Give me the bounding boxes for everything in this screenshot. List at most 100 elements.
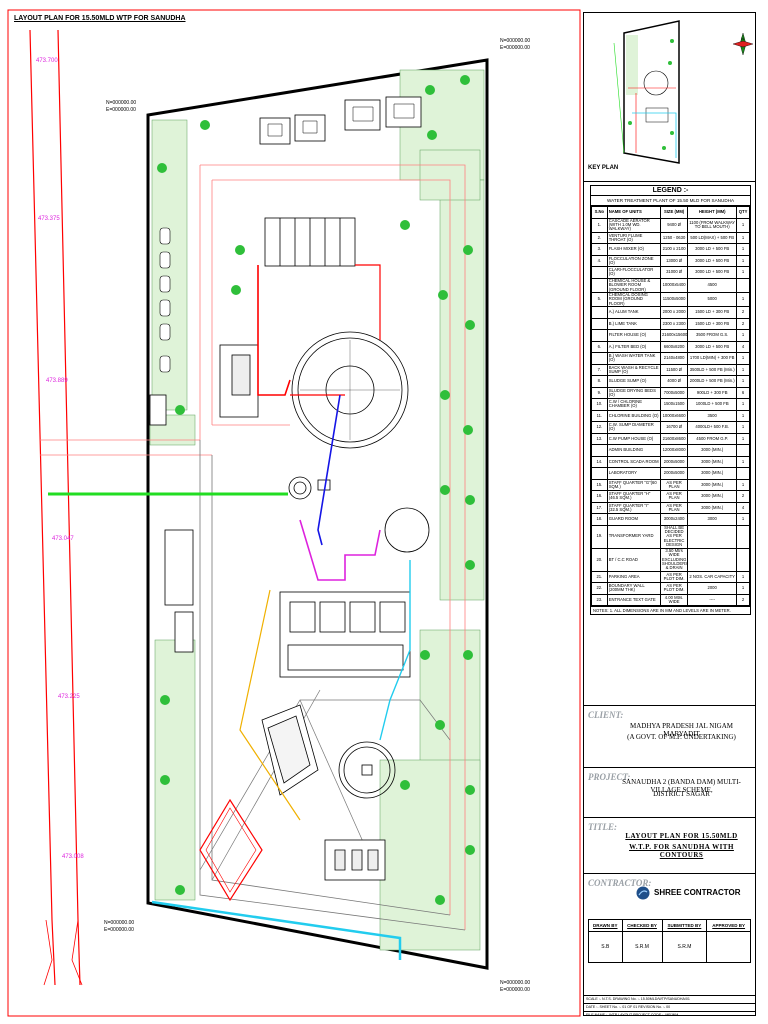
legend-cell: SLUDGE DRYING BEDS (O) — [606, 386, 661, 400]
legend-cell: 1500 LD + 300 FB — [687, 317, 738, 331]
legend-cell: 6 — [736, 386, 750, 400]
legend-cell: 1 — [736, 375, 750, 388]
legend-cell: 9400 Ø — [659, 217, 689, 233]
legend-cell: 1 — [736, 409, 750, 423]
legend-cell — [736, 277, 750, 293]
legend-row: 22.BOUNDARY WALL (200MM THK)AS PER PLOT … — [591, 582, 750, 595]
legend-cell: 4 — [736, 340, 750, 354]
pipelines — [48, 264, 411, 960]
legend-cell — [591, 306, 608, 319]
transformer-yard — [199, 798, 263, 902]
sign-header: SUBMITTED BY — [661, 919, 708, 932]
legend-header-cell: S.No — [591, 206, 608, 219]
legend-cell — [591, 317, 608, 331]
signature-table: DRAWN BY CHECKED BY SUBMITTED BY APPROVE… — [588, 919, 751, 963]
legend-cell: 11500x5000 — [659, 291, 689, 308]
project-key: PROJECT: — [588, 772, 631, 782]
approach-road — [29, 29, 83, 986]
drawing-title-line1: LAYOUT PLAN FOR 15.50MLD — [625, 832, 738, 840]
sign-name — [706, 931, 751, 963]
legend-cell: CLARI-FLOCCULATOR (O) — [606, 266, 661, 279]
legend-cell: FLOCCULATION ZONE (O) — [606, 254, 661, 268]
legend-row: 17.STAFF QUARTER "I" (32.5 SQM.)AS PER P… — [591, 501, 750, 515]
legend-cell: TRANSFORMER YARD — [606, 524, 661, 549]
legend-cell: 5000 — [687, 291, 738, 308]
legend-cell: 1 — [736, 398, 750, 411]
legend-cell: 4500 FROM G.P. — [687, 432, 738, 446]
legend-cell: AS PER PLAN — [659, 501, 689, 515]
drawing-title-section: TITLE: LAYOUT PLAN FOR 15.50MLD W.T.P. F… — [584, 817, 755, 874]
legend-cell: 1. — [591, 217, 608, 233]
coord-tl-n: N=000000.00 — [106, 100, 136, 106]
legend-cell: 3000 (MIN.) — [687, 467, 738, 480]
legend-cell: CHLORINE BUILDING (O) — [606, 409, 661, 423]
legend-cell: 1 — [736, 582, 750, 595]
legend-cell — [591, 352, 608, 365]
legend-cell: 2 — [736, 306, 750, 319]
legend-cell: 4500 — [687, 277, 738, 293]
coord-tr-e: E=000000.00 — [500, 45, 530, 51]
coordinate-labels: N=000000.00 E=000000.00 N=000000.00 E=00… — [104, 38, 530, 993]
legend-cell: 1 — [736, 243, 750, 256]
legend-cell: 1 — [736, 432, 750, 446]
legend-cell: BOUNDARY WALL (200MM THK) — [606, 582, 661, 595]
client-line2: (A GOVT. OF M.P. UNDERTAKING) — [627, 733, 736, 741]
sign-header: APPROVED BY — [706, 919, 751, 932]
contractor-section: CONTRACTOR: SHREE CONTRACTOR — [584, 873, 755, 912]
legend-cell: 1 — [736, 513, 750, 526]
legend-cell: 22. — [591, 582, 608, 595]
legend-cell: 19. — [591, 524, 608, 549]
legend-cell: AS PER PLAN — [659, 490, 689, 503]
legend-cell — [687, 524, 738, 549]
legend-cell: PARKING AREA — [606, 570, 661, 584]
legend-cell: 1 — [736, 329, 750, 342]
legend-cell: 900LD + 300 FB — [687, 386, 738, 400]
legend-cell: 2 — [736, 490, 750, 503]
coord-br-n: N=000000.00 — [500, 980, 530, 986]
chlorine-building — [261, 704, 319, 796]
road-level: 473.225 — [58, 694, 80, 700]
north-label: N — [741, 36, 744, 41]
title-key: TITLE: — [588, 822, 617, 832]
legend-cell: 3000 — [687, 513, 738, 526]
legend-cell: 1 — [736, 478, 750, 492]
legend-cell: 3000 (MIN.) — [687, 501, 738, 515]
legend-cell: ---- — [687, 593, 738, 607]
legend-cell: 3000 LD + 500 FB — [687, 243, 738, 256]
sludge-drying-beds — [264, 217, 356, 267]
coord-br-e: E=000000.00 — [500, 987, 530, 993]
legend-cell: 1100 (FROM WALKWAY TO BELL MOUTH) — [687, 217, 738, 233]
legend-cell: 20. — [591, 547, 608, 572]
legend-cell: 3000 LD + 500 FB — [687, 340, 738, 354]
legend-cell: 6. — [591, 340, 608, 354]
contractor-logo-icon — [636, 886, 650, 900]
legend-cell: A.) ALUM TANK — [606, 306, 661, 319]
road-level: 473.889 — [46, 378, 68, 384]
legend-cell: 2 — [736, 317, 750, 331]
client-section: CLIENT: MADHYA PRADESH JAL NIGAM MARYADI… — [584, 705, 755, 768]
legend-row: 5.CHEMICAL DOSING ROOM (GROUND FLOOR)115… — [591, 291, 750, 308]
cw-sump — [338, 741, 396, 799]
legend-cell: 2300 x 2300 — [659, 317, 689, 331]
legend-cell — [736, 547, 750, 572]
legend-cell: CASCADE AERATOR (WITH 1.0M WD. WALKWAY) — [606, 217, 661, 233]
north-arrow-icon: N — [732, 32, 754, 56]
legend-cell: 11. — [591, 409, 608, 423]
back-wash-sump — [384, 507, 430, 553]
plan-title: LAYOUT PLAN FOR 15.50MLD WTP FOR SANUDHA — [14, 15, 186, 22]
legend-body: 1.CASCADE AERATOR (WITH 1.0M WD. WALKWAY… — [591, 217, 750, 607]
coord-tr-n: N=000000.00 — [500, 38, 530, 44]
legend-cell: 4 — [736, 501, 750, 515]
legend-cell: 1 — [736, 217, 750, 233]
legend-cell: 3000 LD + 500 FB — [687, 254, 738, 268]
